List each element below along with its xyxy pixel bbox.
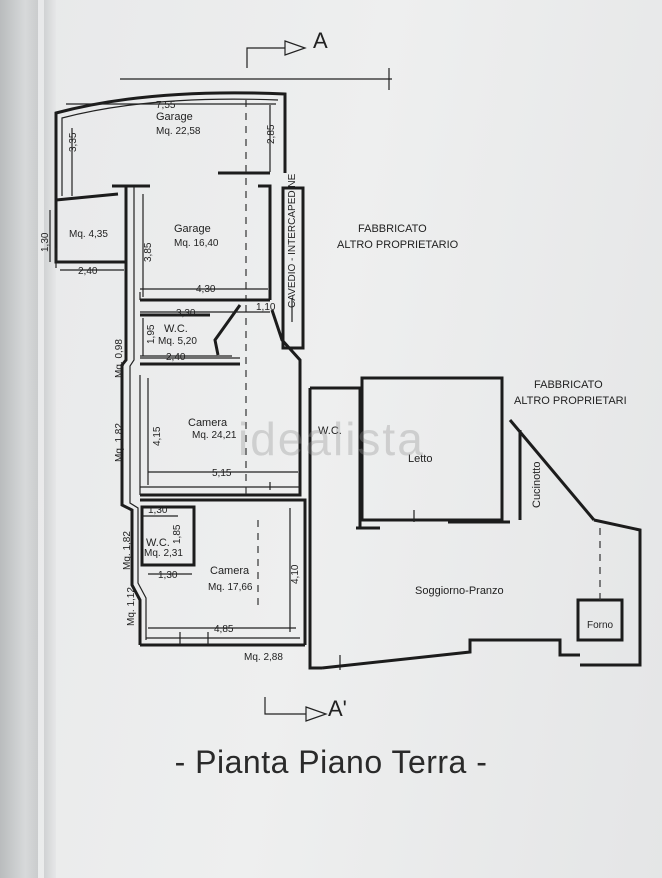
dim-335: 3,35 [68,132,79,152]
dim-240b: 2,40 [166,352,186,363]
dim-130a: 1,30 [148,505,168,516]
garage-upper-name: Garage [156,111,193,123]
dim-130v: 1,30 [40,232,51,252]
dim-385: 3,85 [143,242,154,262]
dim-415: 4,15 [152,426,163,446]
wc1-area: Mq. 5,20 [158,336,197,347]
camera1-area: Mq. 24,21 [192,430,237,441]
wc3-name: W.C. [318,425,342,437]
binding-edge [0,0,42,878]
dim-430: 4,30 [196,284,216,295]
dim-240a: 2,40 [78,266,98,277]
section-mark-top: A [246,28,328,68]
neighbour2-line2: ALTRO PROPRIETARI [514,395,627,407]
neighbour1-line1: FABBRICATO [358,223,427,235]
cavity-strip [281,186,305,350]
wc2-name: W.C. [146,537,170,549]
section-mark-bottom-label: A' [328,696,347,721]
dim-515: 5,15 [212,468,232,479]
corridor-area: Mq. 2,88 [244,652,283,663]
wc2-area: Mq. 2,31 [144,548,183,559]
garage-lower-area: Mq. 16,40 [174,238,219,249]
dim-182b: Mq. 1,82 [122,531,133,570]
watermark: idealista [238,413,425,465]
door-marks [179,482,415,670]
section-mark-bottom: A' [264,696,347,722]
west-wall [112,184,150,645]
garage-upper-area: Mq. 22,58 [156,126,201,137]
section-mark-top-label: A [313,28,328,53]
dim-195: 1,95 [146,324,157,344]
storage-area: Mq. 4,35 [69,229,108,240]
cucinotto-name: Cucinotto [531,462,543,508]
dim-330: 3,30 [176,308,196,319]
neighbour2-line1: FABBRICATO [534,379,603,391]
paper-sheet [38,0,662,878]
dim-485: 4,85 [214,624,234,635]
dim-185: 1,85 [172,524,183,544]
camera2-area: Mq. 17,66 [208,582,253,593]
page-fold-shadow [44,0,56,878]
camera2-name: Camera [210,565,250,577]
corridor-walls [139,309,302,497]
camera1-name: Camera [188,417,228,429]
camera2-walls [140,498,307,647]
dim-285: 2,85 [266,124,277,144]
dim-130b: 1,30 [158,570,178,581]
cavity-label: CAVEDIO - INTERCAPEDINE [287,173,298,308]
apartment-right-walls [308,376,642,670]
forno-name: Forno [587,620,614,631]
neighbour1-line2: ALTRO PROPRIETARIO [337,239,459,251]
dim-755: 7,55 [156,100,176,111]
garage-lower-walls [139,184,272,302]
garage-upper-walls [54,91,287,202]
wc1-walls [140,304,242,366]
dim-112: Mq. 1,12 [126,587,137,626]
dimension-lines [49,103,298,632]
storage-walls [54,200,126,268]
letto-name: Letto [408,453,432,465]
dim-098: Mq. 0,98 [114,339,125,378]
wc1-name: W.C. [164,323,188,335]
page-title: - Pianta Piano Terra - [174,744,488,780]
soggiorno-name: Soggiorno-Pranzo [415,585,504,597]
dim-182a: Mq. 1,82 [114,423,125,462]
dim-410: 4,10 [290,564,301,584]
garage-lower-name: Garage [174,223,211,235]
dim-110: 1,10 [256,302,276,313]
